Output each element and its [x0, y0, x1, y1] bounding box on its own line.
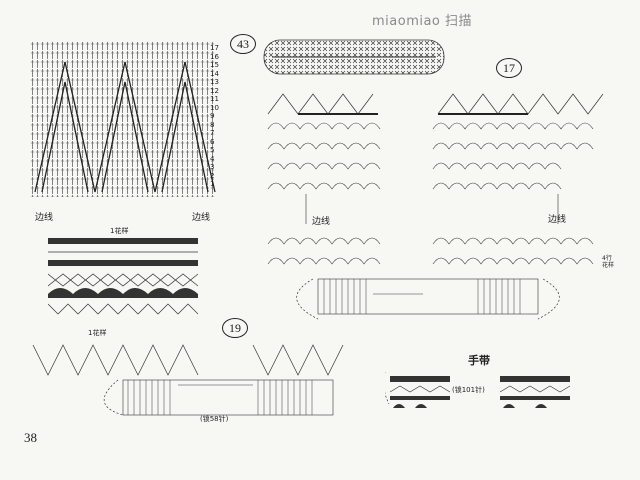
- row-number: 15: [210, 61, 219, 69]
- row-number: 13: [210, 78, 219, 86]
- row-number: 9: [210, 112, 215, 120]
- row-number: 3: [210, 163, 215, 171]
- row-number: 4: [210, 154, 215, 163]
- row-number: 11: [210, 95, 219, 103]
- row-number: 17: [210, 44, 219, 52]
- page-number: 38: [24, 430, 37, 445]
- row-numbers-left: 17 16 15 14 13 12 11 10 9 8 7 6 5 4 3 2 …: [210, 44, 219, 189]
- diagram-43-label: 43: [230, 34, 256, 54]
- row-number: 12: [210, 86, 219, 95]
- edge-label-left: 边线: [35, 213, 54, 223]
- row-number: 1: [210, 180, 215, 188]
- handle-chain-label: (锁101针): [452, 386, 485, 394]
- diagram-17-chart: [267, 93, 604, 320]
- edge-label-right: 边线: [192, 213, 211, 223]
- row-number: 16: [210, 52, 219, 61]
- watermark-text: miaomiao 扫描: [372, 14, 473, 29]
- handle-title: 手带: [468, 354, 490, 367]
- diagram-19-pattern-label: 1花样: [88, 329, 107, 337]
- row-number: 7: [210, 129, 215, 137]
- handle-chart: [385, 372, 571, 408]
- row-number: 6: [210, 137, 215, 146]
- diagram-17-label: 17: [496, 58, 522, 78]
- diagram-43-chart: [263, 39, 445, 75]
- diagram-17-pattern-label: 4行花样: [602, 255, 615, 269]
- diagram-19-label: 19: [222, 318, 248, 338]
- diagram-19-chart: [32, 344, 344, 416]
- lace-chart-top-left: [30, 42, 216, 197]
- row-number: 5: [210, 146, 215, 154]
- diagram-17-edge-right: 边线: [548, 215, 567, 225]
- band-pattern-label: 1花样: [110, 227, 129, 235]
- diagram-17-edge-left: 边线: [312, 217, 331, 227]
- row-number: 14: [210, 69, 219, 78]
- row-number: 2: [210, 171, 215, 180]
- row-number: 10: [210, 103, 219, 112]
- diagram-19-chain-label: (锁58针): [200, 415, 229, 423]
- border-band-chart: [48, 238, 199, 315]
- row-number: 8: [210, 120, 215, 129]
